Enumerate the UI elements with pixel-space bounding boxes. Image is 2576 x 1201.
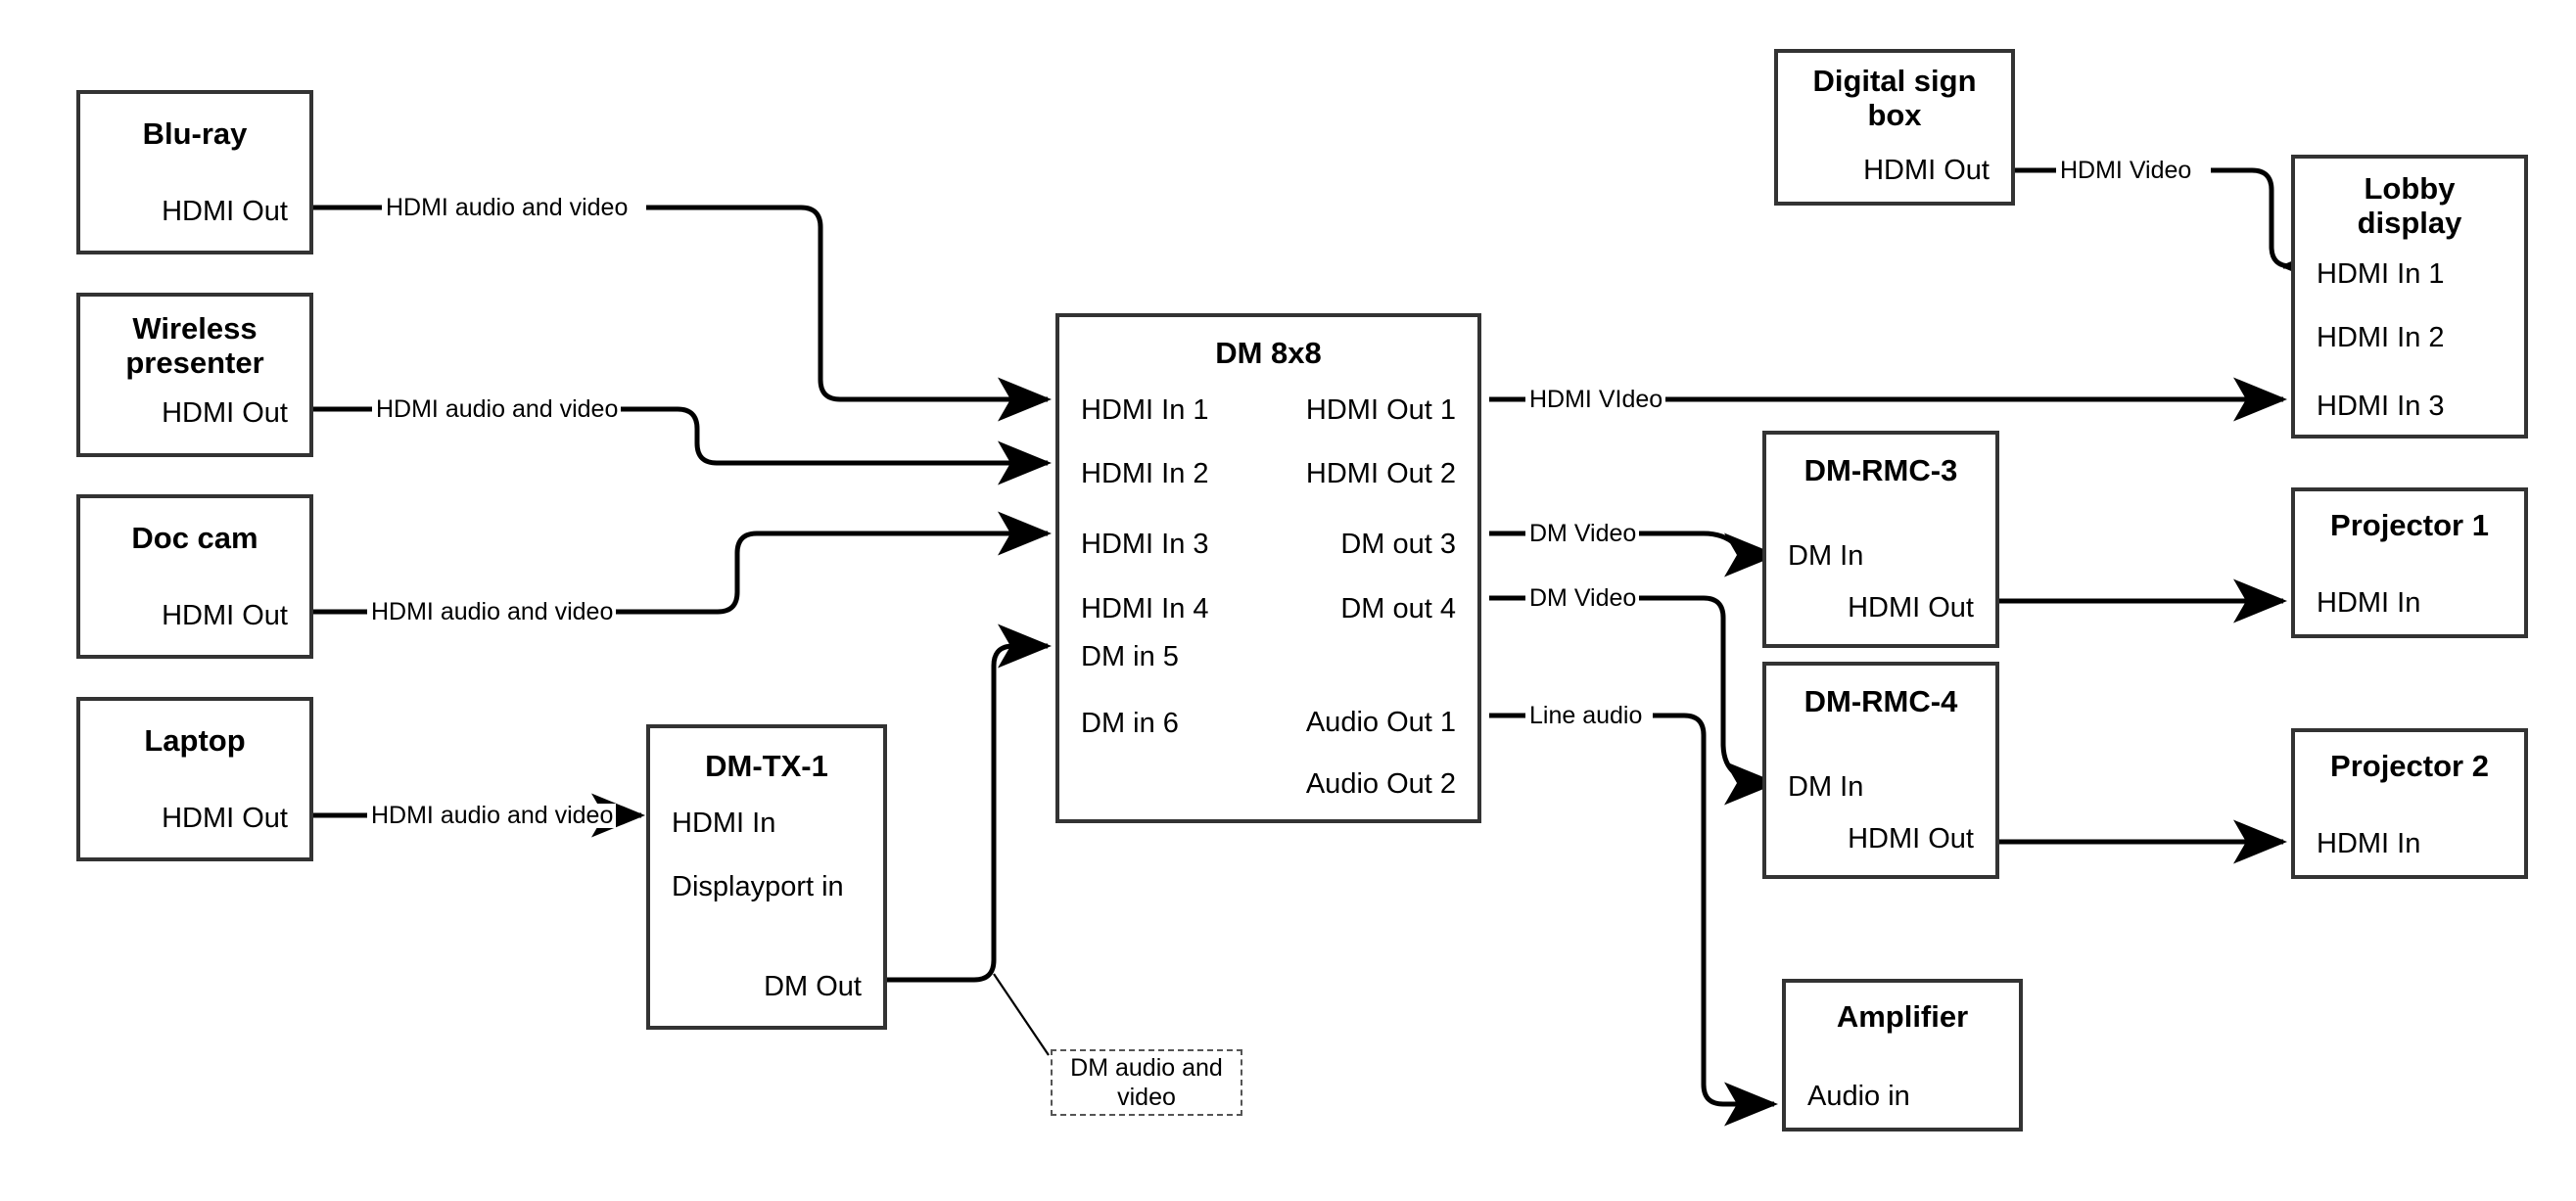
node-dm-8x8[interactable]: DM 8x8 HDMI In 1 HDMI In 2 HDMI In 3 HDM… [1055,313,1481,823]
port-projector2-hdmi-in[interactable]: HDMI In [2317,828,2421,859]
node-projector-1[interactable]: Projector 1 HDMI In [2291,487,2528,638]
port-rmc4-dm-in[interactable]: DM In [1788,771,1864,803]
wire-audio-out-1-to-amplifier [1489,713,1774,1104]
port-laptop-hdmi-out[interactable]: HDMI Out [162,803,288,834]
node-dm-tx-1[interactable]: DM-TX-1 HDMI In Displayport in DM Out [646,724,887,1030]
port-rmc3-hdmi-out[interactable]: HDMI Out [1848,592,1974,624]
node-laptop[interactable]: Laptop HDMI Out [76,697,313,861]
signbox-title-line2: box [1867,97,1922,132]
node-laptop-title: Laptop [144,723,246,758]
wire-bluray-to-hdmi-in-1 [313,205,1048,399]
edge-label-wireless-to-hdmi-in-2: HDMI audio and video [373,397,622,422]
node-dm-tx-1-title: DM-TX-1 [705,749,828,783]
edge-label-signbox-to-lobby: HDMI Video [2057,159,2195,183]
edge-label-dm-out-3-to-rmc3: DM Video [1526,522,1640,546]
edge-label-hdmi-out-1-to-lobby: HDMI VIdeo [1526,388,1666,412]
port-dmtx1-displayport-in[interactable]: Displayport in [672,871,844,902]
node-dm-rmc-3-title: DM-RMC-3 [1803,453,1958,487]
node-doc-cam[interactable]: Doc cam HDMI Out [76,494,313,659]
node-dm-rmc-4-title: DM-RMC-4 [1803,684,1958,718]
node-projector-1-title: Projector 1 [2330,508,2489,542]
port-dm8x8-hdmi-in-1[interactable]: HDMI In 1 [1081,394,1209,426]
port-projector1-hdmi-in[interactable]: HDMI In [2317,587,2421,619]
edge-label-doccam-to-hdmi-in-3: HDMI audio and video [368,600,617,624]
node-dm-8x8-title: DM 8x8 [1215,336,1322,370]
callout-leader-line [993,973,1050,1056]
node-doc-cam-title: Doc cam [131,521,258,555]
port-dm8x8-dm-out-3[interactable]: DM out 3 [1340,529,1456,560]
port-lobby-hdmi-in-2[interactable]: HDMI In 2 [2317,322,2445,353]
edge-label-bluray-to-hdmi-in-1: HDMI audio and video [383,196,632,220]
port-rmc4-hdmi-out[interactable]: HDMI Out [1848,823,1974,855]
node-projector-2-title: Projector 2 [2330,749,2489,783]
port-amplifier-audio-in[interactable]: Audio in [1807,1081,1910,1112]
node-amplifier[interactable]: Amplifier Audio in [1782,979,2023,1132]
node-bluray[interactable]: Blu-ray HDMI Out [76,90,313,254]
node-amplifier-title: Amplifier [1836,999,1969,1034]
wire-dmtx1-to-dm-in-5 [887,624,1053,983]
lobby-title-line1: Lobby [2364,171,2456,206]
port-bluray-hdmi-out[interactable]: HDMI Out [162,196,288,227]
callout-dm-audio-and-video: DM audio and video [1051,1049,1242,1116]
port-dm8x8-hdmi-out-2[interactable]: HDMI Out 2 [1305,458,1456,489]
lobby-title-line2: display [2357,205,2462,240]
wire-signbox-to-lobby-hdmi-in-1 [1989,167,2291,266]
port-dm8x8-hdmi-in-3[interactable]: HDMI In 3 [1081,529,1209,560]
edge-label-audio-out-1-to-amp: Line audio [1526,704,1646,728]
wireless-title-line2: presenter [125,345,264,380]
wireless-title-line1: Wireless [132,311,258,346]
port-dm8x8-dm-in-5[interactable]: DM in 5 [1081,641,1179,672]
port-dmtx1-hdmi-in[interactable]: HDMI In [672,808,776,839]
port-doccam-hdmi-out[interactable]: HDMI Out [162,600,288,631]
port-dm8x8-hdmi-in-4[interactable]: HDMI In 4 [1081,593,1209,624]
edge-label-laptop-to-dmtx1: HDMI audio and video [368,804,617,828]
port-dm8x8-dm-out-4[interactable]: DM out 4 [1340,593,1456,624]
node-dm-rmc-4[interactable]: DM-RMC-4 DM In HDMI Out [1762,662,1999,879]
wire-dm-out-4-to-rmc4 [1489,595,1774,783]
port-dm8x8-hdmi-out-1[interactable]: HDMI Out 1 [1305,394,1456,426]
port-wireless-hdmi-out[interactable]: HDMI Out [162,397,288,429]
edge-label-dm-out-4-to-rmc4: DM Video [1526,586,1640,611]
port-lobby-hdmi-in-3[interactable]: HDMI In 3 [2317,391,2445,422]
node-projector-2[interactable]: Projector 2 HDMI In [2291,728,2528,879]
port-dmtx1-dm-out[interactable]: DM Out [764,971,862,1002]
port-dm8x8-audio-out-2[interactable]: Audio Out 2 [1305,768,1456,800]
node-dm-rmc-3[interactable]: DM-RMC-3 DM In HDMI Out [1762,431,1999,648]
port-dm8x8-dm-in-6[interactable]: DM in 6 [1081,708,1179,739]
port-dm8x8-hdmi-in-2[interactable]: HDMI In 2 [1081,458,1209,489]
port-rmc3-dm-in[interactable]: DM In [1788,540,1864,572]
port-lobby-hdmi-in-1[interactable]: HDMI In 1 [2317,258,2445,290]
port-signbox-hdmi-out[interactable]: HDMI Out [1863,155,1990,186]
port-dm8x8-audio-out-1[interactable]: Audio Out 1 [1305,707,1456,738]
node-bluray-title: Blu-ray [142,116,248,151]
signbox-title-line1: Digital sign [1812,64,1977,98]
